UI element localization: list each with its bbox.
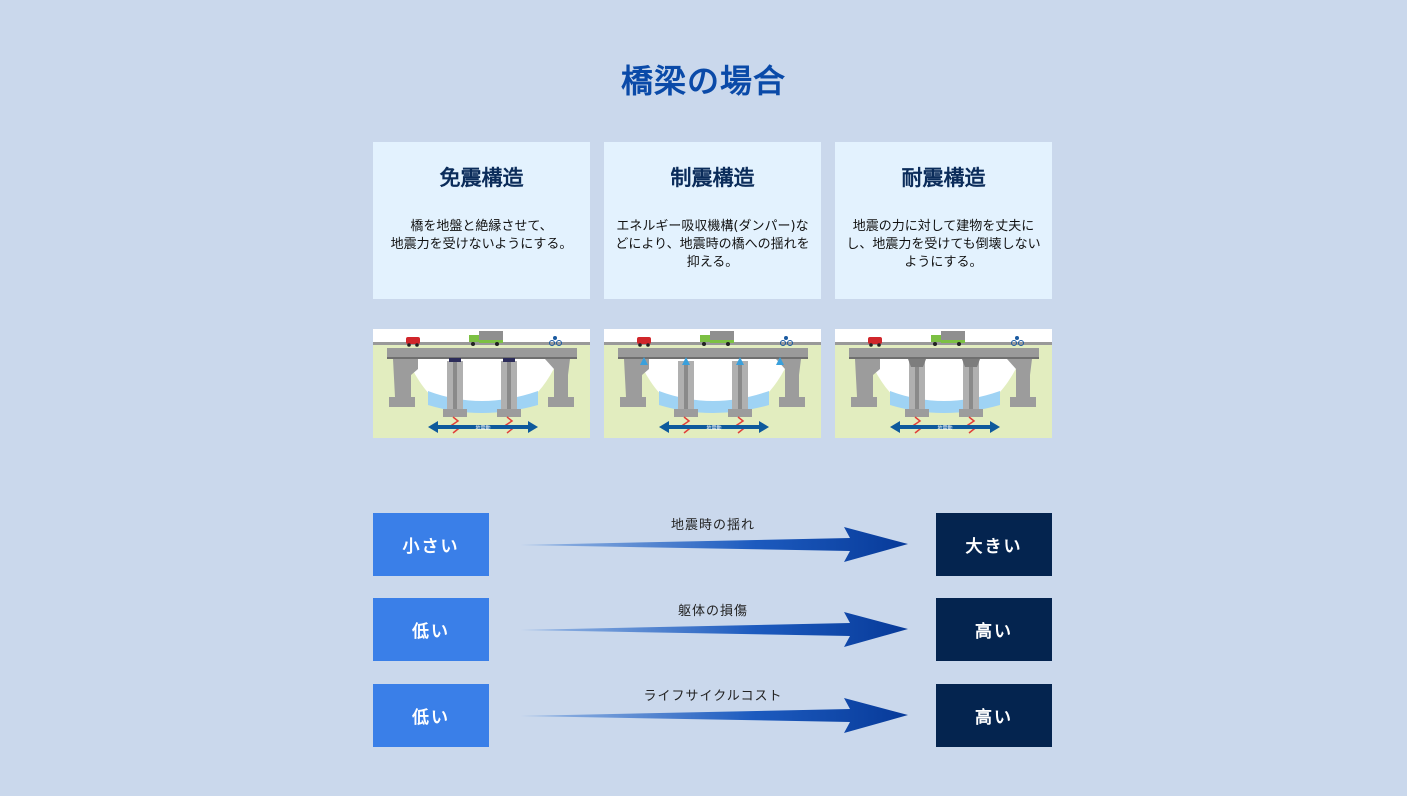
low-box: 低い [373,684,489,747]
svg-text:地震動: 地震動 [475,425,490,432]
svg-text:地震動: 地震動 [937,425,952,432]
gradient-arrow [520,525,910,565]
card-title: 免震構造 [439,166,524,190]
card-title: 制震構造 [670,166,755,190]
high-box: 高い [936,684,1052,747]
gradient-arrow [520,610,910,650]
card-desc: エネルギー吸収機構(ダンパー)などにより、地震時の橋への揺れを抑える。 [615,219,810,270]
arrow-label: 躯体の損傷 [677,604,748,619]
low-box: 低い [373,598,489,661]
gradient-arrow [520,696,910,736]
arrow-icon [520,612,908,647]
high-box: 高い [936,598,1052,661]
card-seishin: 制震構造 エネルギー吸収機構(ダンパー)などにより、地震時の橋への揺れを抑える。 [604,142,821,299]
svg-text:地震動: 地震動 [706,425,721,432]
arrow-icon [520,527,908,562]
high-box: 大きい [936,513,1052,576]
bridge-illustration-seishin: 地震動 [604,329,821,438]
arrow-label: 地震時の揺れ [670,518,755,533]
card-desc: 地震の力に対して建物を丈夫にし、地震力を受けても倒壊しないようにする。 [846,219,1041,270]
arrow-label: ライフサイクルコスト [643,689,783,704]
card-taishin: 耐震構造 地震の力に対して建物を丈夫にし、地震力を受けても倒壊しないようにする。 [835,142,1052,299]
bridge-illustration-menshin: 地震動 [373,329,590,438]
card-menshin: 免震構造 橋を地盤と絶縁させて、 地震力を受けないようにする。 [373,142,590,299]
card-title: 耐震構造 [901,166,986,190]
low-box: 小さい [373,513,489,576]
page-title: 橋梁の場合 [620,62,786,100]
arrow-icon [520,698,908,733]
bridge-illustration-taishin: 地震動 [835,329,1052,438]
card-desc: 橋を地盤と絶縁させて、 地震力を受けないようにする。 [390,219,573,252]
